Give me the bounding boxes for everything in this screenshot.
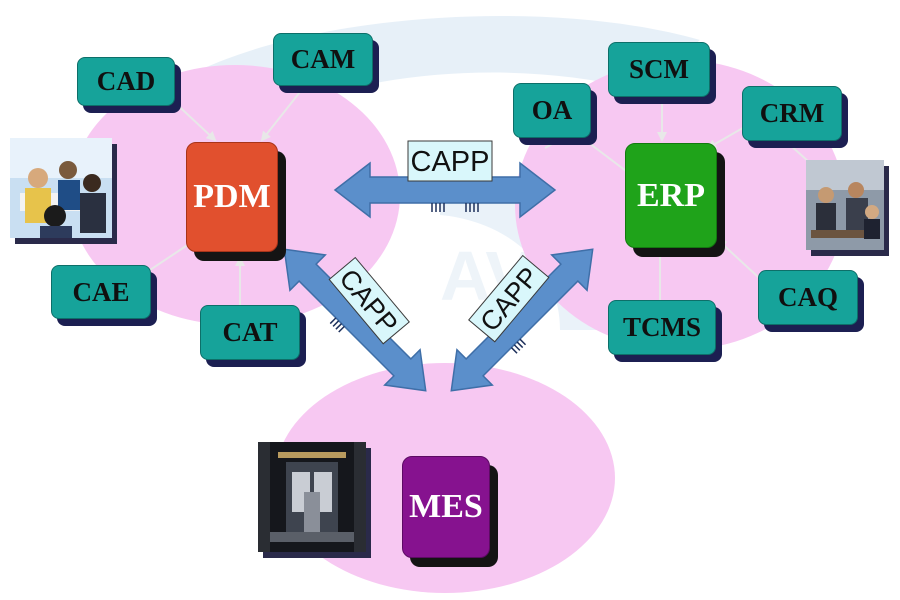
scm-label: SCM — [629, 54, 689, 84]
capp-arrow-left — [283, 248, 427, 392]
capp-label-top: CAPP — [411, 146, 490, 178]
business-meeting-icon — [806, 160, 884, 250]
factory-photo — [258, 442, 366, 552]
scm-box: SCM — [608, 42, 710, 97]
cae-label: CAE — [72, 276, 130, 307]
mes-box: MES — [402, 456, 490, 558]
cat-label: CAT — [222, 317, 278, 347]
capp-label-top-box: CAPP — [407, 140, 493, 182]
capp-arrow-right — [450, 248, 594, 392]
erp-box: ERP — [625, 143, 717, 248]
cat-box: CAT — [200, 305, 300, 360]
mes-label: MES — [409, 488, 483, 525]
crm-label: CRM — [759, 98, 825, 128]
cam-box: CAM — [273, 33, 373, 86]
pdm-label: PDM — [193, 178, 271, 215]
machinery-icon — [258, 442, 366, 552]
caq-label: CAQ — [778, 282, 838, 312]
caq-box: CAQ — [758, 270, 858, 325]
capp-arrow-horizontal-ticks — [431, 203, 479, 212]
capp-arrow-horizontal — [333, 161, 557, 219]
oa-label: OA — [531, 95, 573, 125]
crm-box: CRM — [742, 86, 842, 141]
erp-label: ERP — [637, 176, 705, 214]
pdm-box: PDM — [186, 142, 278, 252]
cad-box: CAD — [77, 57, 175, 106]
meeting-photo — [806, 160, 884, 250]
tcms-label: TCMS — [622, 312, 701, 342]
people-at-desk-icon — [10, 138, 112, 238]
cam-label: CAM — [290, 44, 356, 74]
office-team-photo — [10, 138, 112, 238]
oa-box: OA — [513, 83, 591, 138]
tcms-box: TCMS — [608, 300, 716, 355]
cae-box: CAE — [51, 265, 151, 319]
cad-label: CAD — [96, 66, 156, 96]
